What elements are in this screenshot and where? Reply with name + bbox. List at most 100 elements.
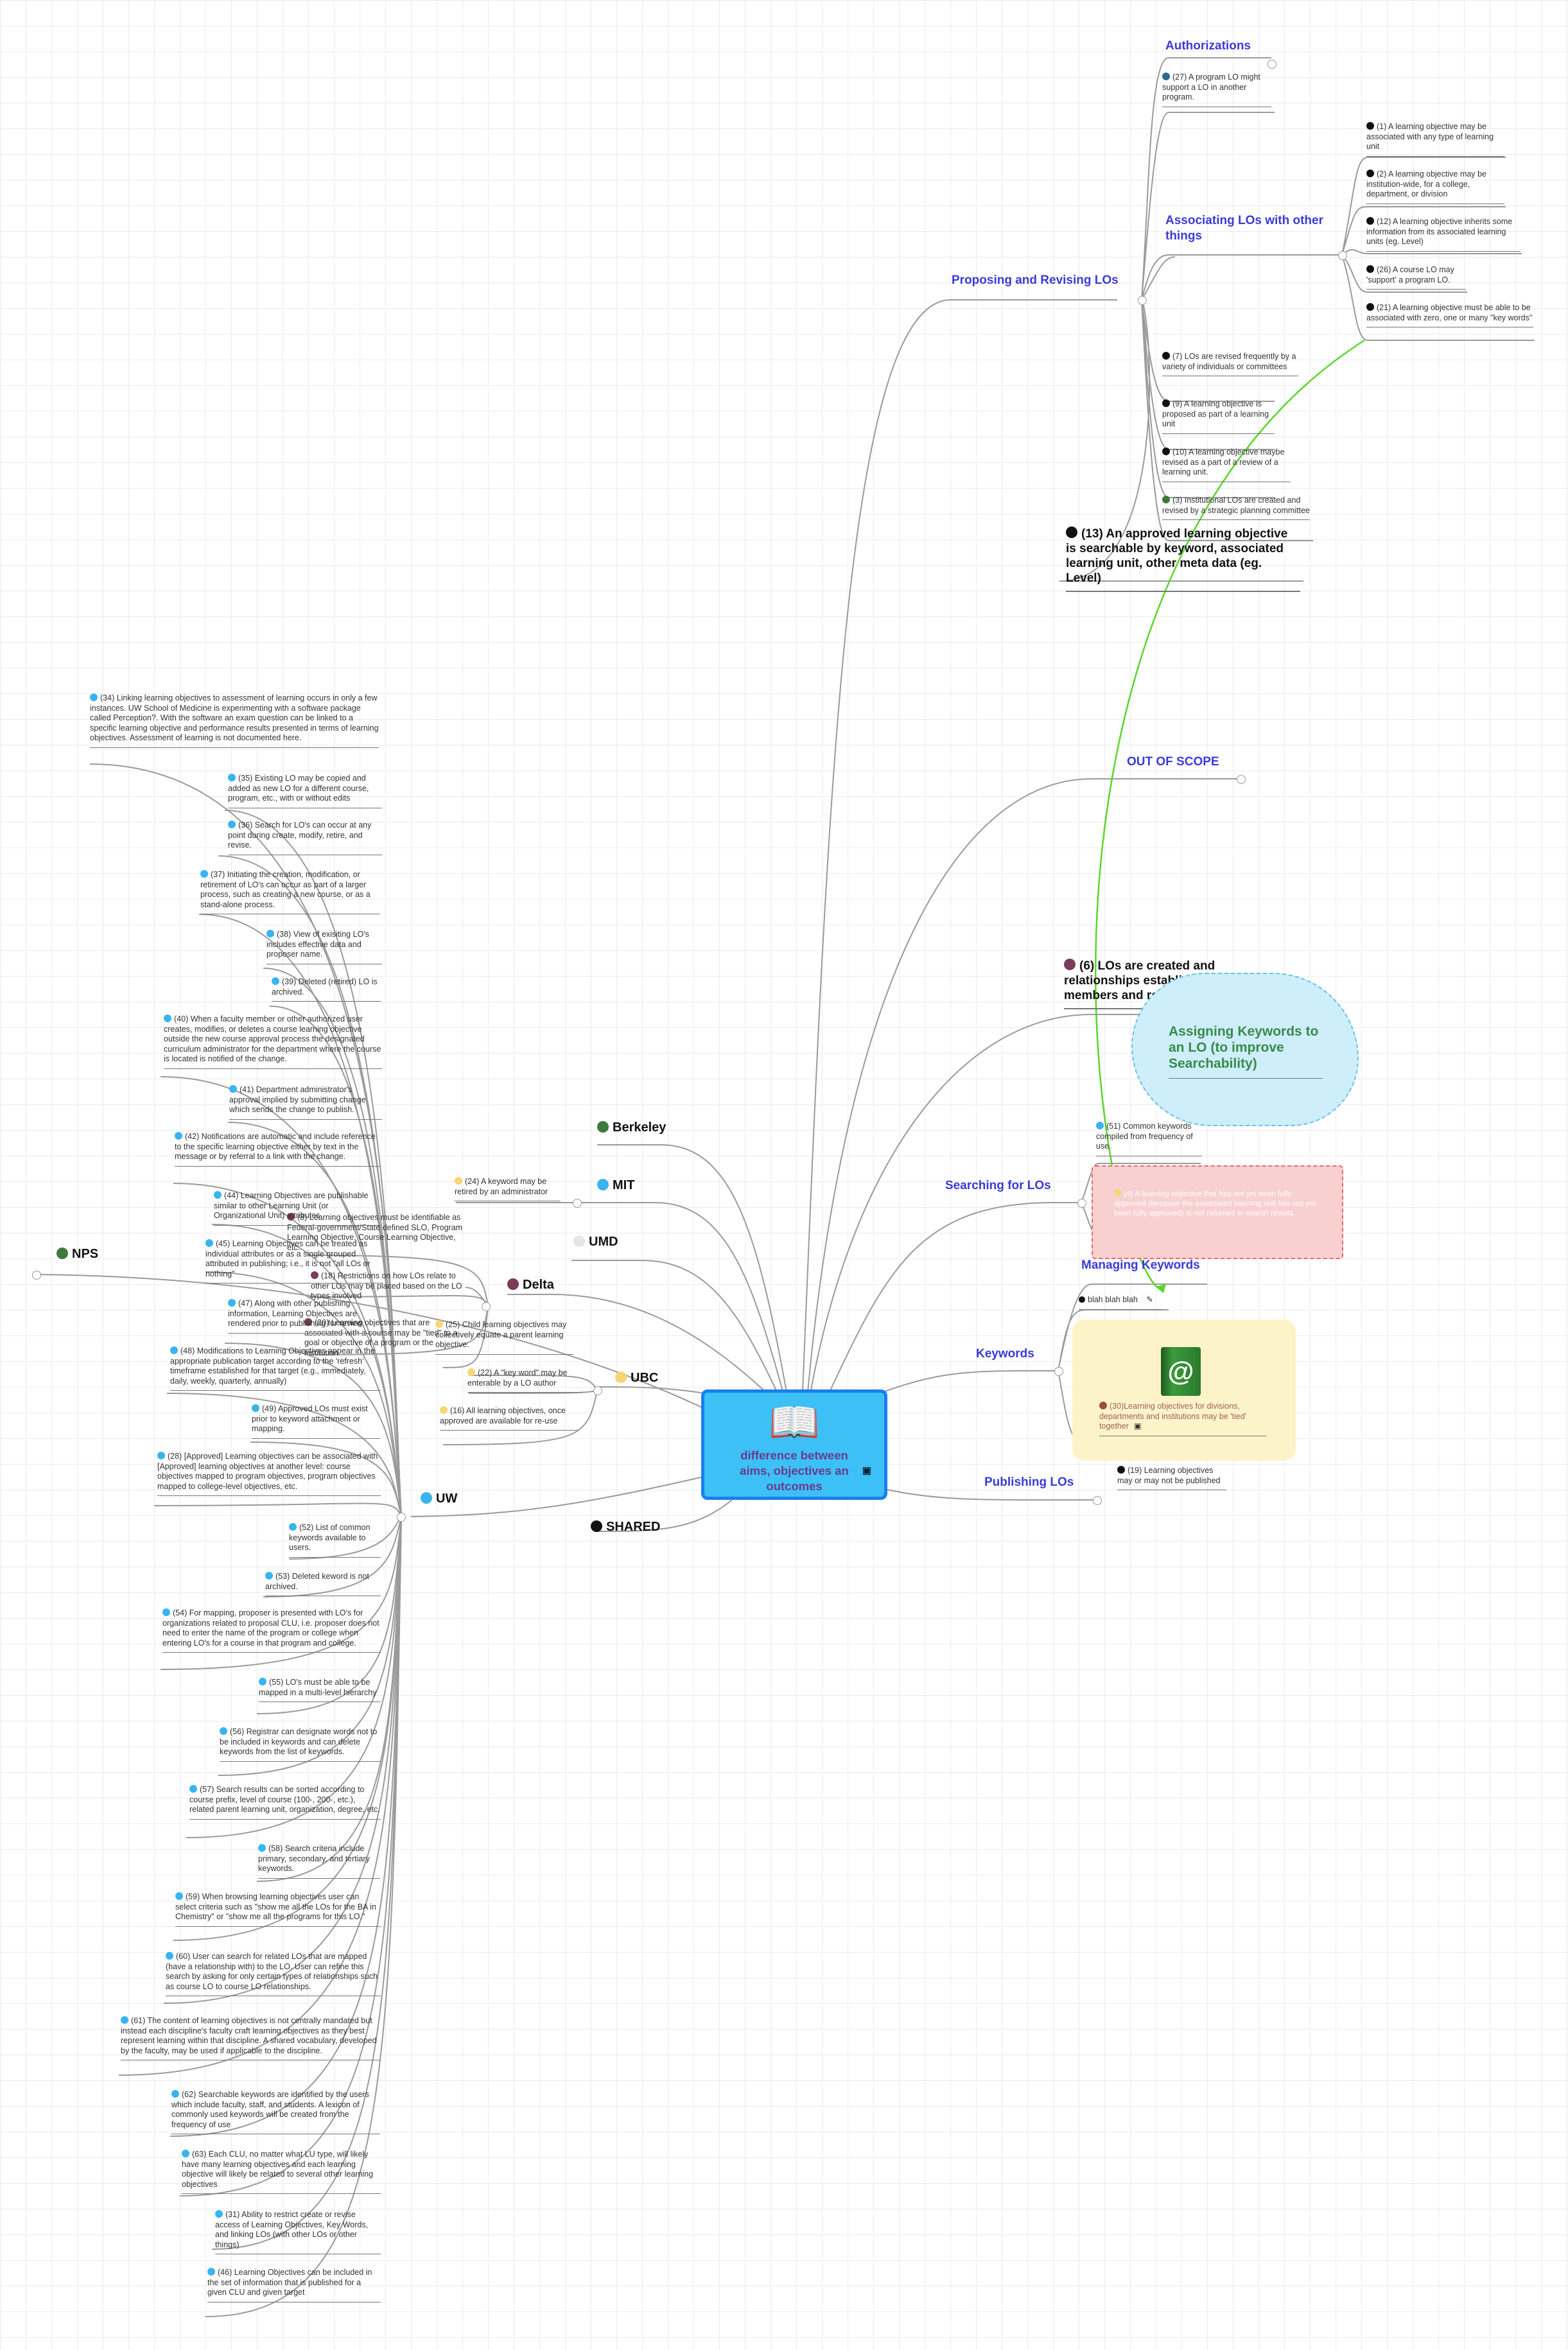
uw-note[interactable]: (36) Search for LO's can occur at any po…: [228, 821, 382, 855]
collapse-toggle-publishing[interactable]: [1093, 1496, 1102, 1505]
note-3[interactable]: (3) Institutional LOs are created and re…: [1162, 496, 1310, 520]
uw-note[interactable]: (63) Each CLU, no matter what LU type, w…: [182, 2150, 381, 2194]
uw-note[interactable]: (34) Linking learning objectives to asse…: [90, 693, 379, 748]
note-18[interactable]: (18) Restrictions on how LOs relate to o…: [311, 1271, 462, 1300]
note-51[interactable]: (51) Common keywords compiled from frequ…: [1096, 1122, 1202, 1156]
uw-note[interactable]: (55) LO's must be able to be mapped in a…: [259, 1678, 381, 1702]
topic-authorizations[interactable]: Authorizations: [1165, 39, 1251, 53]
note-1[interactable]: (1) A learning objective may be associat…: [1366, 122, 1504, 157]
uw-note[interactable]: (38) View of exisiting LO's includes eff…: [266, 930, 382, 964]
uw-note[interactable]: (49) Approved LOs must exist prior to ke…: [252, 1404, 380, 1439]
note-7[interactable]: (7) LOs are revised frequently by a vari…: [1162, 352, 1298, 376]
note-13[interactable]: (13) An approved learning objective is s…: [1066, 527, 1300, 592]
uw-note[interactable]: (41) Department administrator's approval…: [229, 1085, 382, 1120]
collapse-toggle-nps[interactable]: [32, 1271, 41, 1280]
uw-note[interactable]: (52) List of common keywords available t…: [289, 1523, 381, 1558]
topic-shared[interactable]: SHARED: [591, 1520, 660, 1535]
note-24[interactable]: (24) A keyword may be retired by an admi…: [455, 1177, 561, 1201]
topic-ubc[interactable]: UBC: [615, 1371, 658, 1386]
topic-proposing[interactable]: Proposing and Revising LOs: [952, 274, 1119, 287]
uw-note[interactable]: (60) User can search for related LOs tha…: [166, 1952, 381, 1996]
topic-out-of-scope[interactable]: OUT OF SCOPE: [1127, 755, 1219, 769]
topic-keywords[interactable]: Keywords: [976, 1347, 1034, 1361]
bullet-icon: [200, 870, 208, 878]
topic-publishing[interactable]: Publishing LOs: [984, 1475, 1074, 1489]
collapse-toggle-keywords[interactable]: [1054, 1367, 1063, 1376]
link-publishing: [887, 1489, 1097, 1501]
topic-nps[interactable]: NPS: [57, 1247, 98, 1262]
image-icon[interactable]: ▣: [1133, 1422, 1142, 1431]
uw-note[interactable]: (45) Learning Objectives can be treated …: [205, 1239, 382, 1284]
topic-uw[interactable]: UW: [421, 1492, 457, 1506]
collapse-toggle-uw[interactable]: [397, 1513, 406, 1522]
collapse-toggle-ubc[interactable]: [593, 1386, 602, 1395]
image-icon[interactable]: ▣: [862, 1465, 871, 1476]
uw-note[interactable]: (46) Learning Objectives can be included…: [207, 2268, 381, 2302]
topic-berkeley[interactable]: Berkeley: [597, 1120, 666, 1135]
collapse-toggle-authorizations[interactable]: [1267, 60, 1276, 69]
note-4[interactable]: (4) A learning objective that has not ye…: [1114, 1189, 1316, 1217]
collapse-toggle-delta[interactable]: [482, 1302, 491, 1311]
bullet-icon: [265, 1572, 273, 1580]
topic-umd[interactable]: UMD: [573, 1235, 618, 1249]
note-26[interactable]: (26) A course LO may 'support' a program…: [1366, 265, 1466, 290]
uw-note[interactable]: (39) Deleted (retired) LO is archived.: [272, 977, 381, 1002]
collapse-toggle-searching[interactable]: [1077, 1199, 1086, 1208]
bullet-icon: [597, 1179, 609, 1190]
note-21[interactable]: (21) A learning objective must be able t…: [1366, 303, 1533, 327]
uw-note[interactable]: (53) Deleted keword is not archived.: [265, 1572, 381, 1596]
uw-note[interactable]: (37) Initiating the creation, modificati…: [200, 870, 380, 914]
central-topic[interactable]: 📖 difference between aims, objectives an…: [701, 1389, 887, 1500]
uw-note[interactable]: (31) Ability to restrict create or revis…: [215, 2210, 381, 2254]
topic-mit[interactable]: MIT: [597, 1178, 634, 1193]
note-blah[interactable]: blah blah blah ✎: [1079, 1295, 1162, 1310]
bullet-icon: [1064, 959, 1076, 970]
bullet-icon: [1366, 303, 1374, 311]
collapse-toggle-proposing[interactable]: [1138, 296, 1147, 305]
note-19[interactable]: (19) Learning objectives may or may not …: [1117, 1466, 1226, 1490]
uw-note[interactable]: (57) Search results can be sorted accord…: [189, 1785, 381, 1820]
uw-note[interactable]: (40) When a faculty member or other auth…: [164, 1014, 382, 1069]
bullet-icon: [170, 1346, 178, 1354]
collapse-toggle-mit[interactable]: [573, 1199, 582, 1208]
uw-note[interactable]: (54) For mapping, proposer is presented …: [162, 1608, 381, 1653]
topic-delta[interactable]: Delta: [507, 1278, 554, 1292]
uw-note[interactable]: (58) Search criteria include primary, se…: [258, 1844, 380, 1879]
topic-managing[interactable]: Managing Keywords: [1081, 1258, 1200, 1272]
note-22[interactable]: (22) A "key word" may be enterable by a …: [467, 1368, 583, 1393]
uw-note[interactable]: (44) Learning Objectives are publishable…: [214, 1191, 382, 1226]
central-topic-title: difference between aims, objectives an o…: [740, 1449, 849, 1493]
note-16[interactable]: (16) All learning objectives, once appro…: [440, 1406, 578, 1431]
note-9[interactable]: (9) A learning objective is proposed as …: [1162, 399, 1275, 434]
topic-searching[interactable]: Searching for LOs: [945, 1179, 1051, 1192]
note-2[interactable]: (2) A learning objective may be institut…: [1366, 170, 1504, 204]
uw-note[interactable]: (47) Along with other publishing informa…: [228, 1299, 381, 1334]
collapse-toggle-associating[interactable]: [1338, 251, 1347, 260]
bullet-icon: [259, 1678, 266, 1685]
bullet-icon: [162, 1608, 170, 1616]
bullet-icon: [1162, 496, 1170, 503]
note-20[interactable]: (20) Learning objectives that are associ…: [304, 1318, 458, 1357]
open-book-icon: 📖: [769, 1399, 820, 1445]
note-25[interactable]: (25) Child learning objectives may colle…: [435, 1320, 573, 1355]
uw-note[interactable]: (61) The content of learning objectives …: [121, 2016, 381, 2060]
note-10[interactable]: (10) A learning objective maybe revised …: [1162, 448, 1291, 482]
note-icon[interactable]: ✎: [1146, 1295, 1153, 1304]
uw-note[interactable]: (35) Existing LO may be copied and added…: [228, 774, 382, 808]
bullet-icon: [171, 2090, 179, 2098]
collapse-toggle-out-of-scope[interactable]: [1237, 775, 1246, 784]
cloud-shape: [1131, 973, 1359, 1126]
uw-note[interactable]: (42) Notifications are automatic and inc…: [175, 1132, 380, 1167]
uw-note[interactable]: (62) Searchable keywords are identified …: [171, 2090, 380, 2134]
uw-note[interactable]: (48) Modifications to Learning Objective…: [170, 1346, 381, 1391]
topic-cloud-keywords[interactable]: Assigning Keywords to an LO (to improve …: [1169, 1023, 1323, 1079]
uw-note[interactable]: (59) When browsing learning objectives u…: [175, 1892, 381, 1927]
topic-associating[interactable]: Associating LOs with other things: [1165, 214, 1323, 243]
uw-note[interactable]: (28) [Approved] Learning objectives can …: [157, 1452, 381, 1496]
note-27[interactable]: (27) A program LO might support a LO in …: [1162, 73, 1271, 107]
note-12[interactable]: (12) A learning objective inherits some …: [1366, 217, 1520, 252]
link-proposing: [802, 299, 1117, 1393]
uw-note[interactable]: (56) Registrar can designate words not t…: [220, 1727, 380, 1762]
note-30[interactable]: (30)Learning objectives for divisions, d…: [1099, 1402, 1266, 1436]
